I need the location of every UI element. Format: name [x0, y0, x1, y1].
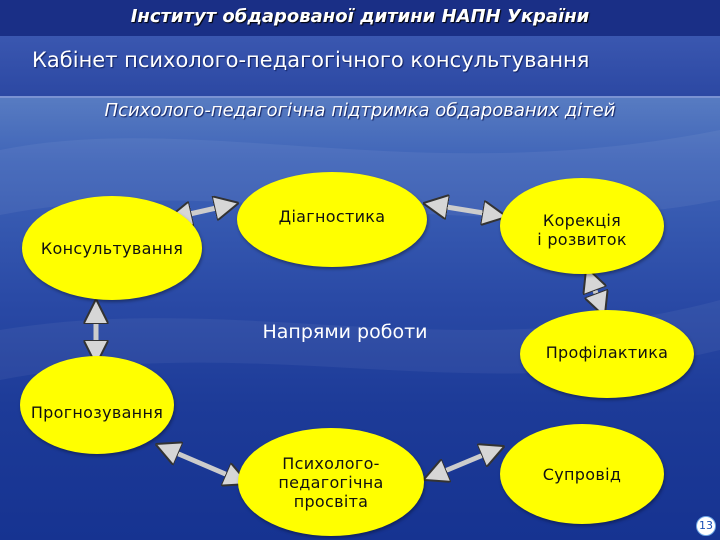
label-consulting: Консультування [40, 239, 184, 258]
center-label: Напрями роботи [262, 321, 428, 343]
page-number: 13 [696, 516, 716, 536]
arrow-education-support [428, 448, 500, 478]
node-education [238, 428, 424, 536]
cabinet-band: Кабінет психолого-педагогічного консульт… [0, 36, 720, 98]
node-diagnostics [237, 172, 427, 267]
node-forecasting [20, 356, 174, 454]
diagram-subtitle: Психолого-педагогічна підтримка обдарова… [104, 100, 616, 121]
label-education-1: Психолого- [282, 454, 380, 473]
node-support [500, 424, 664, 524]
label-education-3: просвіта [293, 492, 369, 511]
cabinet-title: Кабінет психолого-педагогічного консульт… [32, 48, 590, 72]
node-consulting [22, 196, 202, 300]
arrow-forecasting-education [160, 446, 244, 482]
arrow-correction-prevention [588, 272, 603, 312]
label-prevention: Профілактика [545, 343, 669, 362]
label-education-2: педагогічна [278, 473, 384, 492]
institute-header: Інститут обдарованої дитини НАПН України [0, 0, 720, 37]
node-prevention [520, 310, 694, 398]
arrow-diagnostics-correction [428, 204, 502, 216]
node-correction [500, 178, 664, 274]
label-diagnostics: Діагностика [278, 207, 386, 226]
label-forecasting: Прогнозування [30, 403, 164, 422]
label-correction-2: і розвиток [537, 230, 627, 249]
label-support: Супровід [542, 465, 622, 484]
label-correction-1: Корекція [542, 211, 622, 230]
